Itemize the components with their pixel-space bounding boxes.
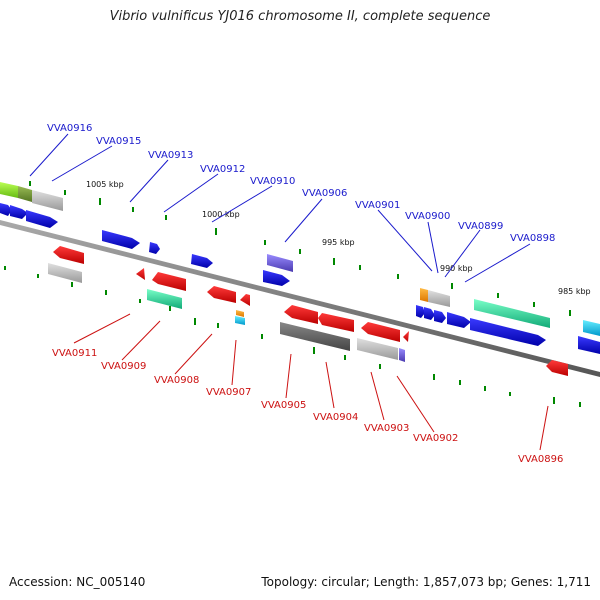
gene-label-vva0906[interactable]: VVA0906 [302, 188, 347, 199]
gene-label-vva0908[interactable]: VVA0908 [154, 375, 199, 386]
rna-feature [147, 289, 182, 309]
cds-reverse [152, 272, 186, 291]
gene-label-vva0896[interactable]: VVA0896 [518, 454, 563, 465]
kbp-label-1000: 1000 kbp [202, 210, 240, 219]
feature-gray-pseudo [32, 190, 63, 211]
cds-forward [191, 254, 213, 268]
cds-forward [0, 203, 12, 216]
forward-features [0, 182, 600, 354]
topology-summary: Topology: circular; Length: 1,857,073 bp… [261, 575, 591, 589]
kbp-label-990: 990 kbp [440, 264, 473, 273]
sequence-backbone [0, 220, 600, 377]
gene-label-vva0916[interactable]: VVA0916 [47, 123, 92, 134]
gene-label-vva0909[interactable]: VVA0909 [101, 361, 146, 372]
feature-dark [280, 322, 350, 351]
gene-label-vva0898[interactable]: VVA0898 [510, 233, 555, 244]
cds-reverse [53, 246, 84, 264]
gene-label-vva0900[interactable]: VVA0900 [405, 211, 450, 222]
gene-label-vva0904[interactable]: VVA0904 [313, 412, 358, 423]
cds-reverse [546, 360, 568, 376]
cds-forward [263, 270, 290, 286]
feature-orange [420, 288, 428, 302]
cds-forward [434, 310, 446, 323]
feature-cyan [583, 320, 600, 336]
feature-gray [357, 338, 398, 360]
cds-reverse [207, 286, 236, 303]
gene-label-vva0902[interactable]: VVA0902 [413, 433, 458, 444]
feature-cyan [235, 316, 245, 325]
map-title: Vibrio vulnificus YJ016 chromosome II, c… [109, 9, 491, 24]
cds-reverse [361, 322, 400, 342]
cds-forward [102, 230, 140, 249]
rna-feature [474, 299, 550, 328]
cds-reverse [403, 331, 409, 342]
cds-forward [26, 210, 58, 228]
cds-reverse [284, 305, 318, 324]
feature-purple [399, 348, 405, 362]
gene-label-vva0899[interactable]: VVA0899 [458, 221, 503, 232]
feature-olive [18, 186, 32, 202]
scale-ticks [4, 181, 581, 407]
gene-label-vva0912[interactable]: VVA0912 [200, 164, 245, 175]
cds-reverse [240, 294, 250, 306]
feature-orange [236, 310, 244, 317]
cds-reverse [318, 313, 354, 332]
reverse-features [48, 246, 568, 376]
cds-forward [578, 336, 600, 354]
cds-forward [447, 312, 471, 328]
kbp-label-995: 995 kbp [322, 238, 355, 247]
kbp-label-1005: 1005 kbp [86, 180, 124, 189]
gene-label-vva0907[interactable]: VVA0907 [206, 387, 251, 398]
cds-forward [10, 205, 28, 219]
kbp-label-985: 985 kbp [558, 287, 591, 296]
feature-gray [428, 290, 450, 307]
gene-label-vva0903[interactable]: VVA0903 [364, 423, 409, 434]
gene-label-vva0905[interactable]: VVA0905 [261, 400, 306, 411]
gene-label-vva0915[interactable]: VVA0915 [96, 136, 141, 147]
gene-label-vva0913[interactable]: VVA0913 [148, 150, 193, 161]
cds-forward [424, 307, 435, 320]
label-leaders [29, 133, 549, 451]
feature-purple [267, 254, 293, 272]
gene-label-vva0901[interactable]: VVA0901 [355, 200, 400, 211]
gene-label-vva0911[interactable]: VVA0911 [52, 348, 97, 359]
accession-label: Accession: NC_005140 [9, 575, 146, 589]
feature-lime [0, 182, 18, 198]
cds-forward [470, 318, 546, 346]
cds-forward [149, 242, 160, 254]
cds-forward [416, 305, 425, 318]
feature-gray-pseudo [48, 263, 82, 283]
cds-reverse [136, 268, 145, 280]
gene-label-vva0910[interactable]: VVA0910 [250, 176, 295, 187]
